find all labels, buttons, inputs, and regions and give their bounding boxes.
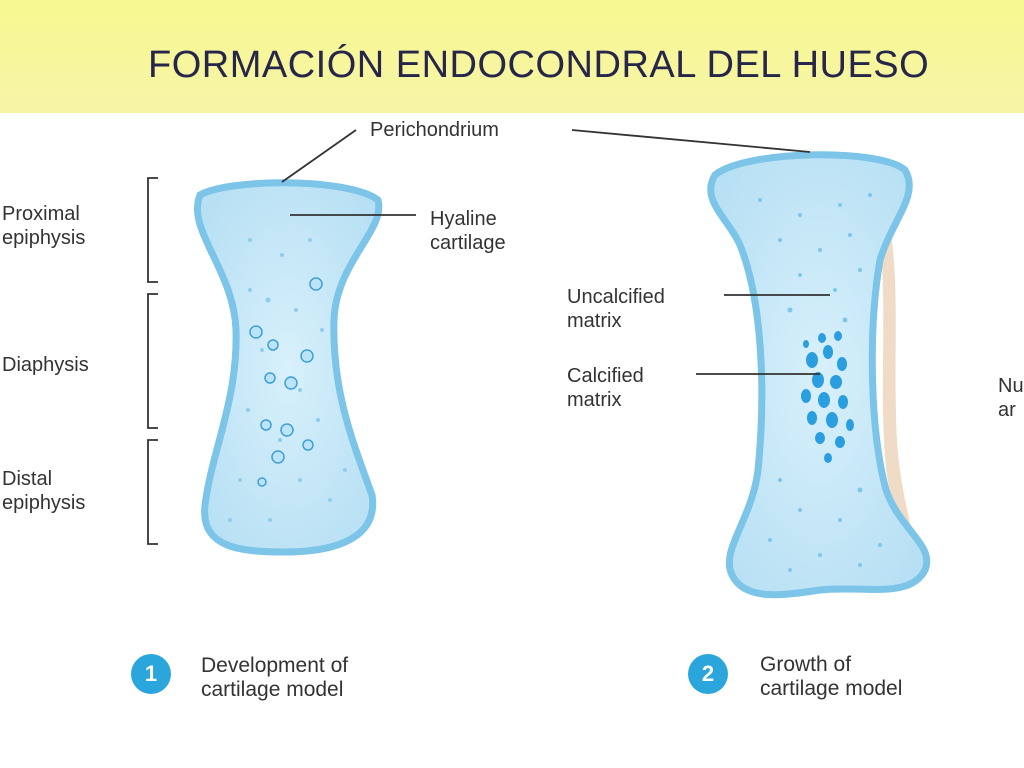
label-diaphysis: Diaphysis xyxy=(2,354,89,376)
perichondrium-band-right xyxy=(878,215,914,540)
bracket-diaphysis xyxy=(147,293,158,429)
region-brackets xyxy=(147,177,158,545)
bracket-proximal xyxy=(147,177,158,283)
label-calcified-matrix: Calcified matrix xyxy=(567,365,644,411)
cartilage-model-1 xyxy=(194,179,383,556)
calcified-matrix-cluster xyxy=(801,331,854,463)
chondrocytes-1 xyxy=(228,238,347,522)
leader-lines xyxy=(281,129,830,375)
step-caption-1: Development of cartilage model xyxy=(201,654,349,701)
slide-title: FORMACIÓN ENDOCONDRAL DEL HUESO xyxy=(148,44,930,86)
step-badge-1: 1 xyxy=(131,654,171,694)
label-uncalcified-matrix: Uncalcified matrix xyxy=(567,286,665,332)
title-bar xyxy=(0,0,1024,113)
label-hyaline-cartilage: Hyaline cartilage xyxy=(430,208,506,254)
label-distal-epiphysis: Distal epiphysis xyxy=(2,468,86,514)
cell-lacunae-1 xyxy=(249,277,323,487)
step-badge-2: 2 xyxy=(688,654,728,694)
leader-perichondrium-left xyxy=(281,129,357,183)
bracket-distal xyxy=(147,439,158,545)
step-caption-2: Growth of cartilage model xyxy=(760,653,903,700)
chondrocytes-2 xyxy=(758,193,882,572)
label-proximal-epiphysis: Proximal epiphysis xyxy=(2,203,86,249)
label-cut-off: Nu ar xyxy=(998,375,1024,421)
leader-perichondrium-right xyxy=(571,129,811,153)
label-perichondrium: Perichondrium xyxy=(370,119,499,141)
